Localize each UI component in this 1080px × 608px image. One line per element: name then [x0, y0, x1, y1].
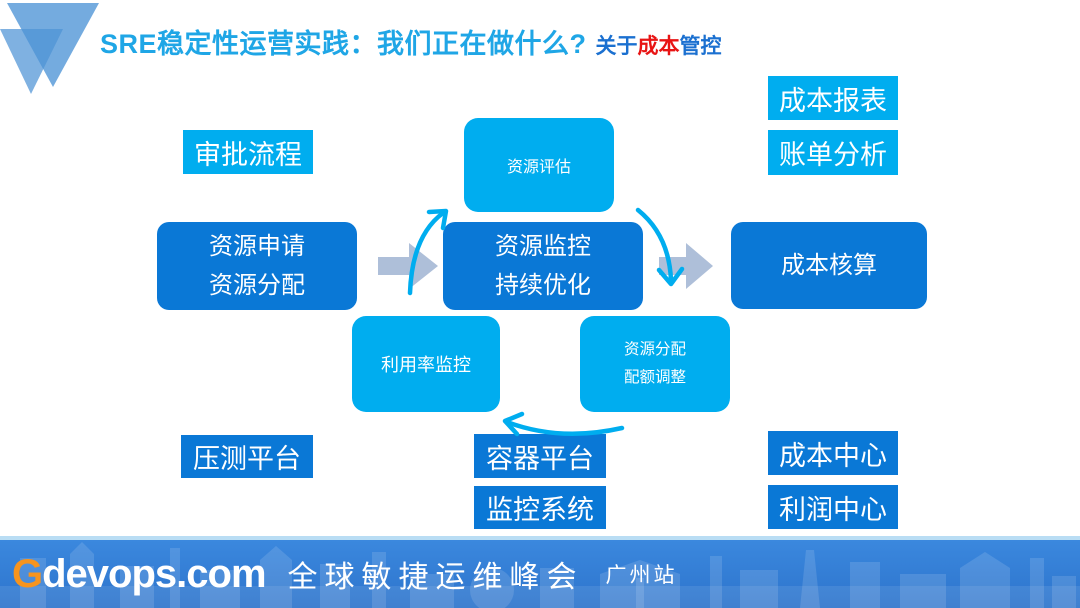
block-arrow-right-icon [659, 243, 713, 289]
title-main-text: SRE稳定性运营实践：我们正在做什么? [100, 29, 587, 59]
label-monitor-system: 监控系统 [474, 486, 606, 529]
node-utilization-monitor: 利用率监控 [352, 316, 500, 412]
label-approval-flow: 审批流程 [183, 130, 313, 174]
city-skyline-icon [0, 542, 1080, 608]
node-text: 利用率监控 [381, 355, 471, 375]
event-city-text: 广州站 [605, 563, 678, 587]
node-resource-monitor: 资源监控 持续优化 [443, 222, 643, 310]
node-quota-adjust: 资源分配 配额调整 [580, 316, 730, 412]
brand-g-letter: G [12, 551, 43, 596]
title-sub-text: 关于成本管控 [596, 30, 722, 60]
node-resource-evaluation: 资源评估 [464, 118, 614, 212]
node-line1: 资源监控 [495, 233, 591, 260]
event-name-text: 全球敏捷运维峰会 [287, 560, 584, 595]
footer-content: Gdevops.com 全球敏捷运维峰会 广州站 [12, 540, 678, 608]
node-line1: 资源分配 [623, 341, 686, 358]
label-text: 账单分析 [779, 140, 887, 170]
label-text: 利润中心 [779, 494, 887, 525]
node-text: 成本核算 [781, 252, 877, 279]
label-text: 成本报表 [779, 85, 887, 116]
label-text: 容器平台 [486, 443, 594, 474]
label-bill-analysis: 账单分析 [768, 130, 898, 175]
node-resource-apply: 资源申请 资源分配 [157, 222, 357, 310]
node-line2: 资源分配 [209, 272, 305, 299]
curved-arrow-left-icon [504, 419, 625, 436]
label-text: 监控系统 [486, 495, 594, 525]
curved-arrow-up-icon [407, 210, 446, 296]
brand-rest-text: devops.com [42, 551, 266, 596]
title-sub-prefix: 关于 [595, 35, 638, 58]
node-text: 资源评估 [506, 159, 571, 176]
title-sub-highlight: 成本 [637, 35, 680, 58]
label-cost-center: 成本中心 [768, 431, 898, 475]
label-text: 成本中心 [779, 440, 887, 471]
footer-banner: Gdevops.com 全球敏捷运维峰会 广州站 [0, 540, 1080, 608]
title-sub-suffix: 管控 [679, 35, 722, 58]
footer-divider [0, 536, 1080, 540]
curved-arrow-left-head-icon [502, 411, 525, 437]
label-container-platform: 容器平台 [474, 434, 606, 478]
label-stress-platform: 压测平台 [181, 435, 313, 478]
gdevops-brand-text: Gdevops.com [12, 551, 267, 597]
node-line2: 持续优化 [495, 272, 591, 299]
curved-arrow-up-head-icon [426, 208, 449, 231]
curved-arrow-down-head-icon [656, 266, 685, 287]
slide-title: SRE稳定性运营实践：我们正在做什么? 关于成本管控 [100, 22, 722, 62]
brand-logo-triangles-icon [0, 3, 99, 94]
label-text: 审批流程 [194, 139, 302, 170]
node-line2: 配额调整 [623, 369, 686, 386]
node-line1: 资源申请 [209, 233, 305, 260]
label-profit-center: 利润中心 [768, 485, 898, 529]
block-arrow-right-icon [378, 243, 438, 289]
node-cost-accounting: 成本核算 [731, 222, 927, 309]
label-text: 压测平台 [193, 444, 301, 474]
label-cost-report: 成本报表 [768, 76, 898, 120]
